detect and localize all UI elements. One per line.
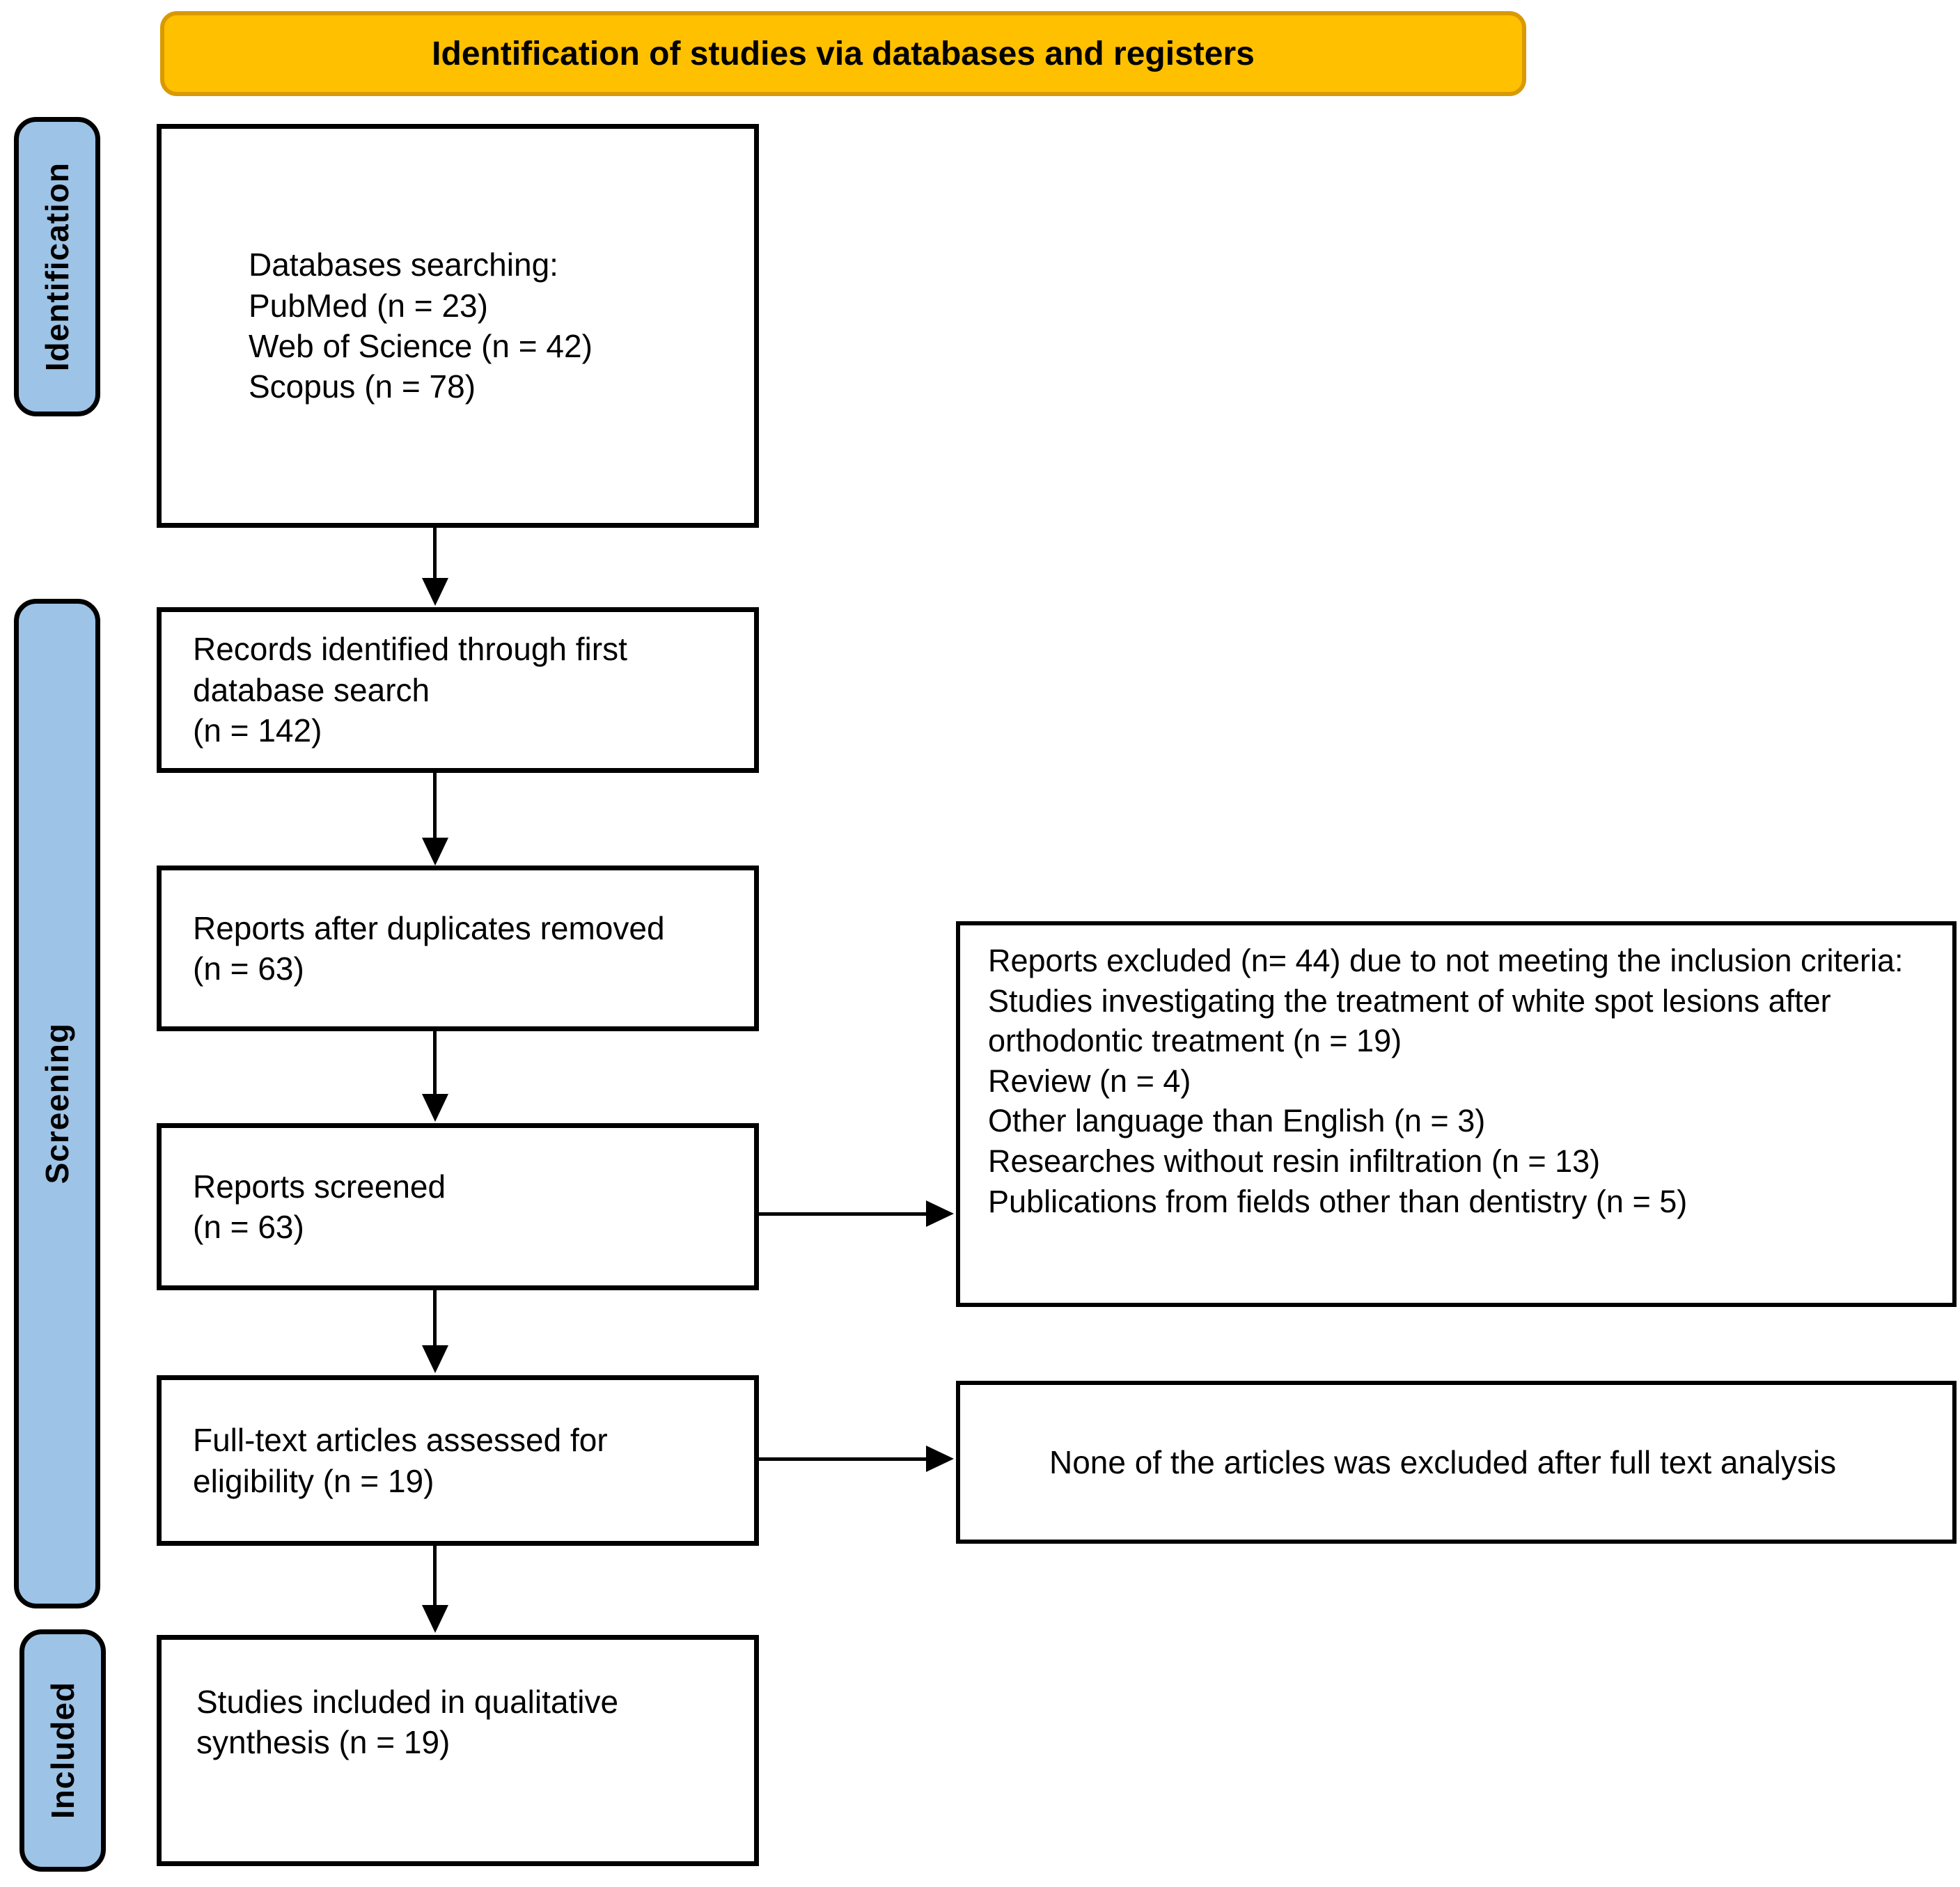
arrowhead-fulltext-to-note [926, 1446, 954, 1472]
box-databases-line: Scopus (n = 78) [249, 368, 476, 405]
box-reports-screened: Reports screened (n = 63) [157, 1123, 759, 1290]
box-fulltext-assessed: Full-text articles assessed for eligibil… [157, 1375, 759, 1546]
box-duplicates-line: (n = 63) [193, 950, 304, 987]
box-databases-searching: Databases searching: PubMed (n = 23) Web… [157, 124, 759, 528]
stage-label-included: Included [19, 1629, 106, 1872]
box-screened-line: (n = 63) [193, 1209, 304, 1245]
box-fulltext-line: eligibility (n = 19) [193, 1462, 434, 1499]
arrow-fulltext-to-included [433, 1544, 437, 1606]
arrowhead-duplicates-to-screened [422, 1094, 448, 1122]
box-fulltext-line: Full-text articles assessed for [193, 1422, 608, 1459]
arrow-fulltext-to-note [759, 1457, 927, 1461]
excluded-item: Publications from fields other than dent… [988, 1183, 1688, 1219]
arrow-screened-to-fulltext [433, 1289, 437, 1347]
box-records-line: database search [193, 671, 430, 708]
arrowhead-databases-to-records [422, 578, 448, 606]
box-databases-line: Databases searching: [249, 246, 558, 283]
stage-label-identification: Identification [14, 117, 100, 416]
box-included-line: Studies included in qualitative [196, 1684, 619, 1720]
box-databases-line: Web of Science (n = 42) [249, 328, 593, 364]
arrowhead-records-to-duplicates [422, 838, 448, 866]
box-screened-line: Reports screened [193, 1168, 446, 1205]
excluded-item: Reports excluded (n= 44) due to not meet… [988, 943, 1904, 978]
stage-label-identification-text: Identification [39, 162, 75, 372]
excluded-item: Other language than English (n = 3) [988, 1103, 1486, 1139]
arrow-duplicates-to-screened [433, 1030, 437, 1095]
stage-label-screening: Screening [14, 599, 100, 1608]
box-included-qualitative: Studies included in qualitative synthesi… [157, 1635, 759, 1866]
excluded-item: Review (n = 4) [988, 1063, 1191, 1099]
arrow-screened-to-excluded [759, 1212, 927, 1216]
excluded-item: Studies investigating the treatment of w… [988, 982, 1831, 1059]
stage-label-screening-text: Screening [39, 1023, 75, 1184]
arrow-databases-to-records [433, 528, 437, 579]
sidebox-reports-excluded: Reports excluded (n= 44) due to not meet… [956, 921, 1957, 1307]
fulltext-note-text: None of the articles was excluded after … [1049, 1443, 1837, 1480]
box-duplicates-line: Reports after duplicates removed [193, 909, 665, 946]
box-records-line: (n = 142) [193, 712, 322, 749]
excluded-item: Researches without resin infiltration (n… [988, 1143, 1601, 1179]
box-records-identified: Records identified through first databas… [157, 607, 759, 773]
arrowhead-screened-to-fulltext [422, 1345, 448, 1373]
arrowhead-fulltext-to-included [422, 1605, 448, 1633]
arrowhead-screened-to-excluded [926, 1200, 954, 1227]
box-records-line: Records identified through first [193, 631, 627, 668]
stage-label-included-text: Included [45, 1682, 81, 1819]
box-duplicates-removed: Reports after duplicates removed (n = 63… [157, 866, 759, 1031]
arrow-records-to-duplicates [433, 772, 437, 839]
banner-title: Identification of studies via databases … [160, 11, 1526, 96]
box-included-line: synthesis (n = 19) [196, 1724, 450, 1761]
box-databases-line: PubMed (n = 23) [249, 287, 488, 324]
sidebox-fulltext-note: None of the articles was excluded after … [956, 1381, 1957, 1544]
